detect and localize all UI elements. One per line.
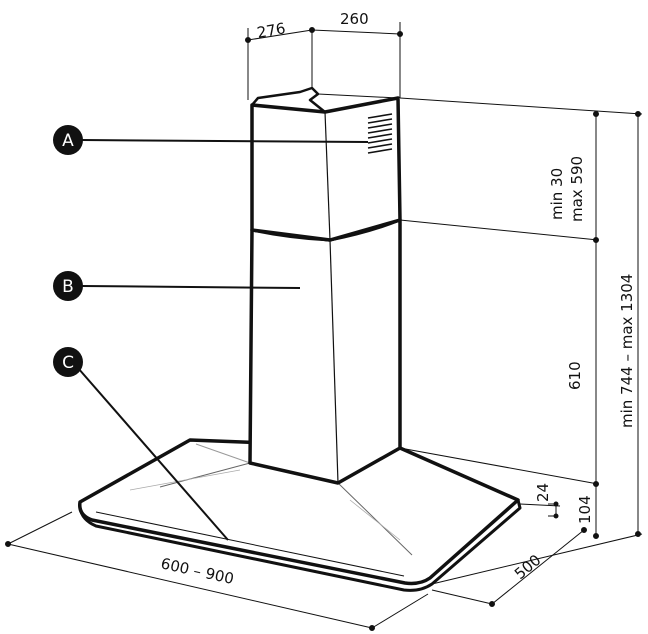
upper-chimney bbox=[250, 86, 402, 242]
dim-top-width: 260 bbox=[340, 10, 369, 28]
callout-c-letter: C bbox=[62, 353, 74, 373]
callout-c-marker bbox=[53, 347, 83, 377]
dim-upper-max: max 590 bbox=[568, 156, 586, 222]
dim-canopy-edge: 24 bbox=[534, 483, 552, 502]
callout-a: A bbox=[53, 125, 83, 155]
dimension-lines bbox=[5, 22, 643, 631]
callout-b-marker bbox=[53, 271, 83, 301]
dim-width: 600 – 900 bbox=[159, 554, 235, 588]
callout-b: B bbox=[53, 271, 83, 301]
dim-top-depth: 276 bbox=[256, 19, 287, 42]
canopy bbox=[78, 438, 522, 592]
callout-a-letter: A bbox=[62, 131, 74, 151]
dim-canopy-height: 104 bbox=[576, 495, 594, 524]
callout-a-marker bbox=[53, 125, 83, 155]
callout-leaders bbox=[77, 139, 369, 541]
lower-chimney bbox=[248, 218, 402, 485]
dim-upper-min: min 30 bbox=[548, 168, 566, 220]
dim-lower-chimney: 610 bbox=[566, 361, 584, 390]
callout-b-letter: B bbox=[62, 277, 74, 297]
callout-c: C bbox=[53, 347, 83, 377]
vent-grille bbox=[367, 113, 393, 154]
dim-depth: 500 bbox=[511, 551, 545, 583]
dim-total-height: min 744 – max 1304 bbox=[618, 274, 636, 428]
dimension-labels: 276 260 min 30 max 590 610 min 744 – max… bbox=[159, 10, 636, 588]
